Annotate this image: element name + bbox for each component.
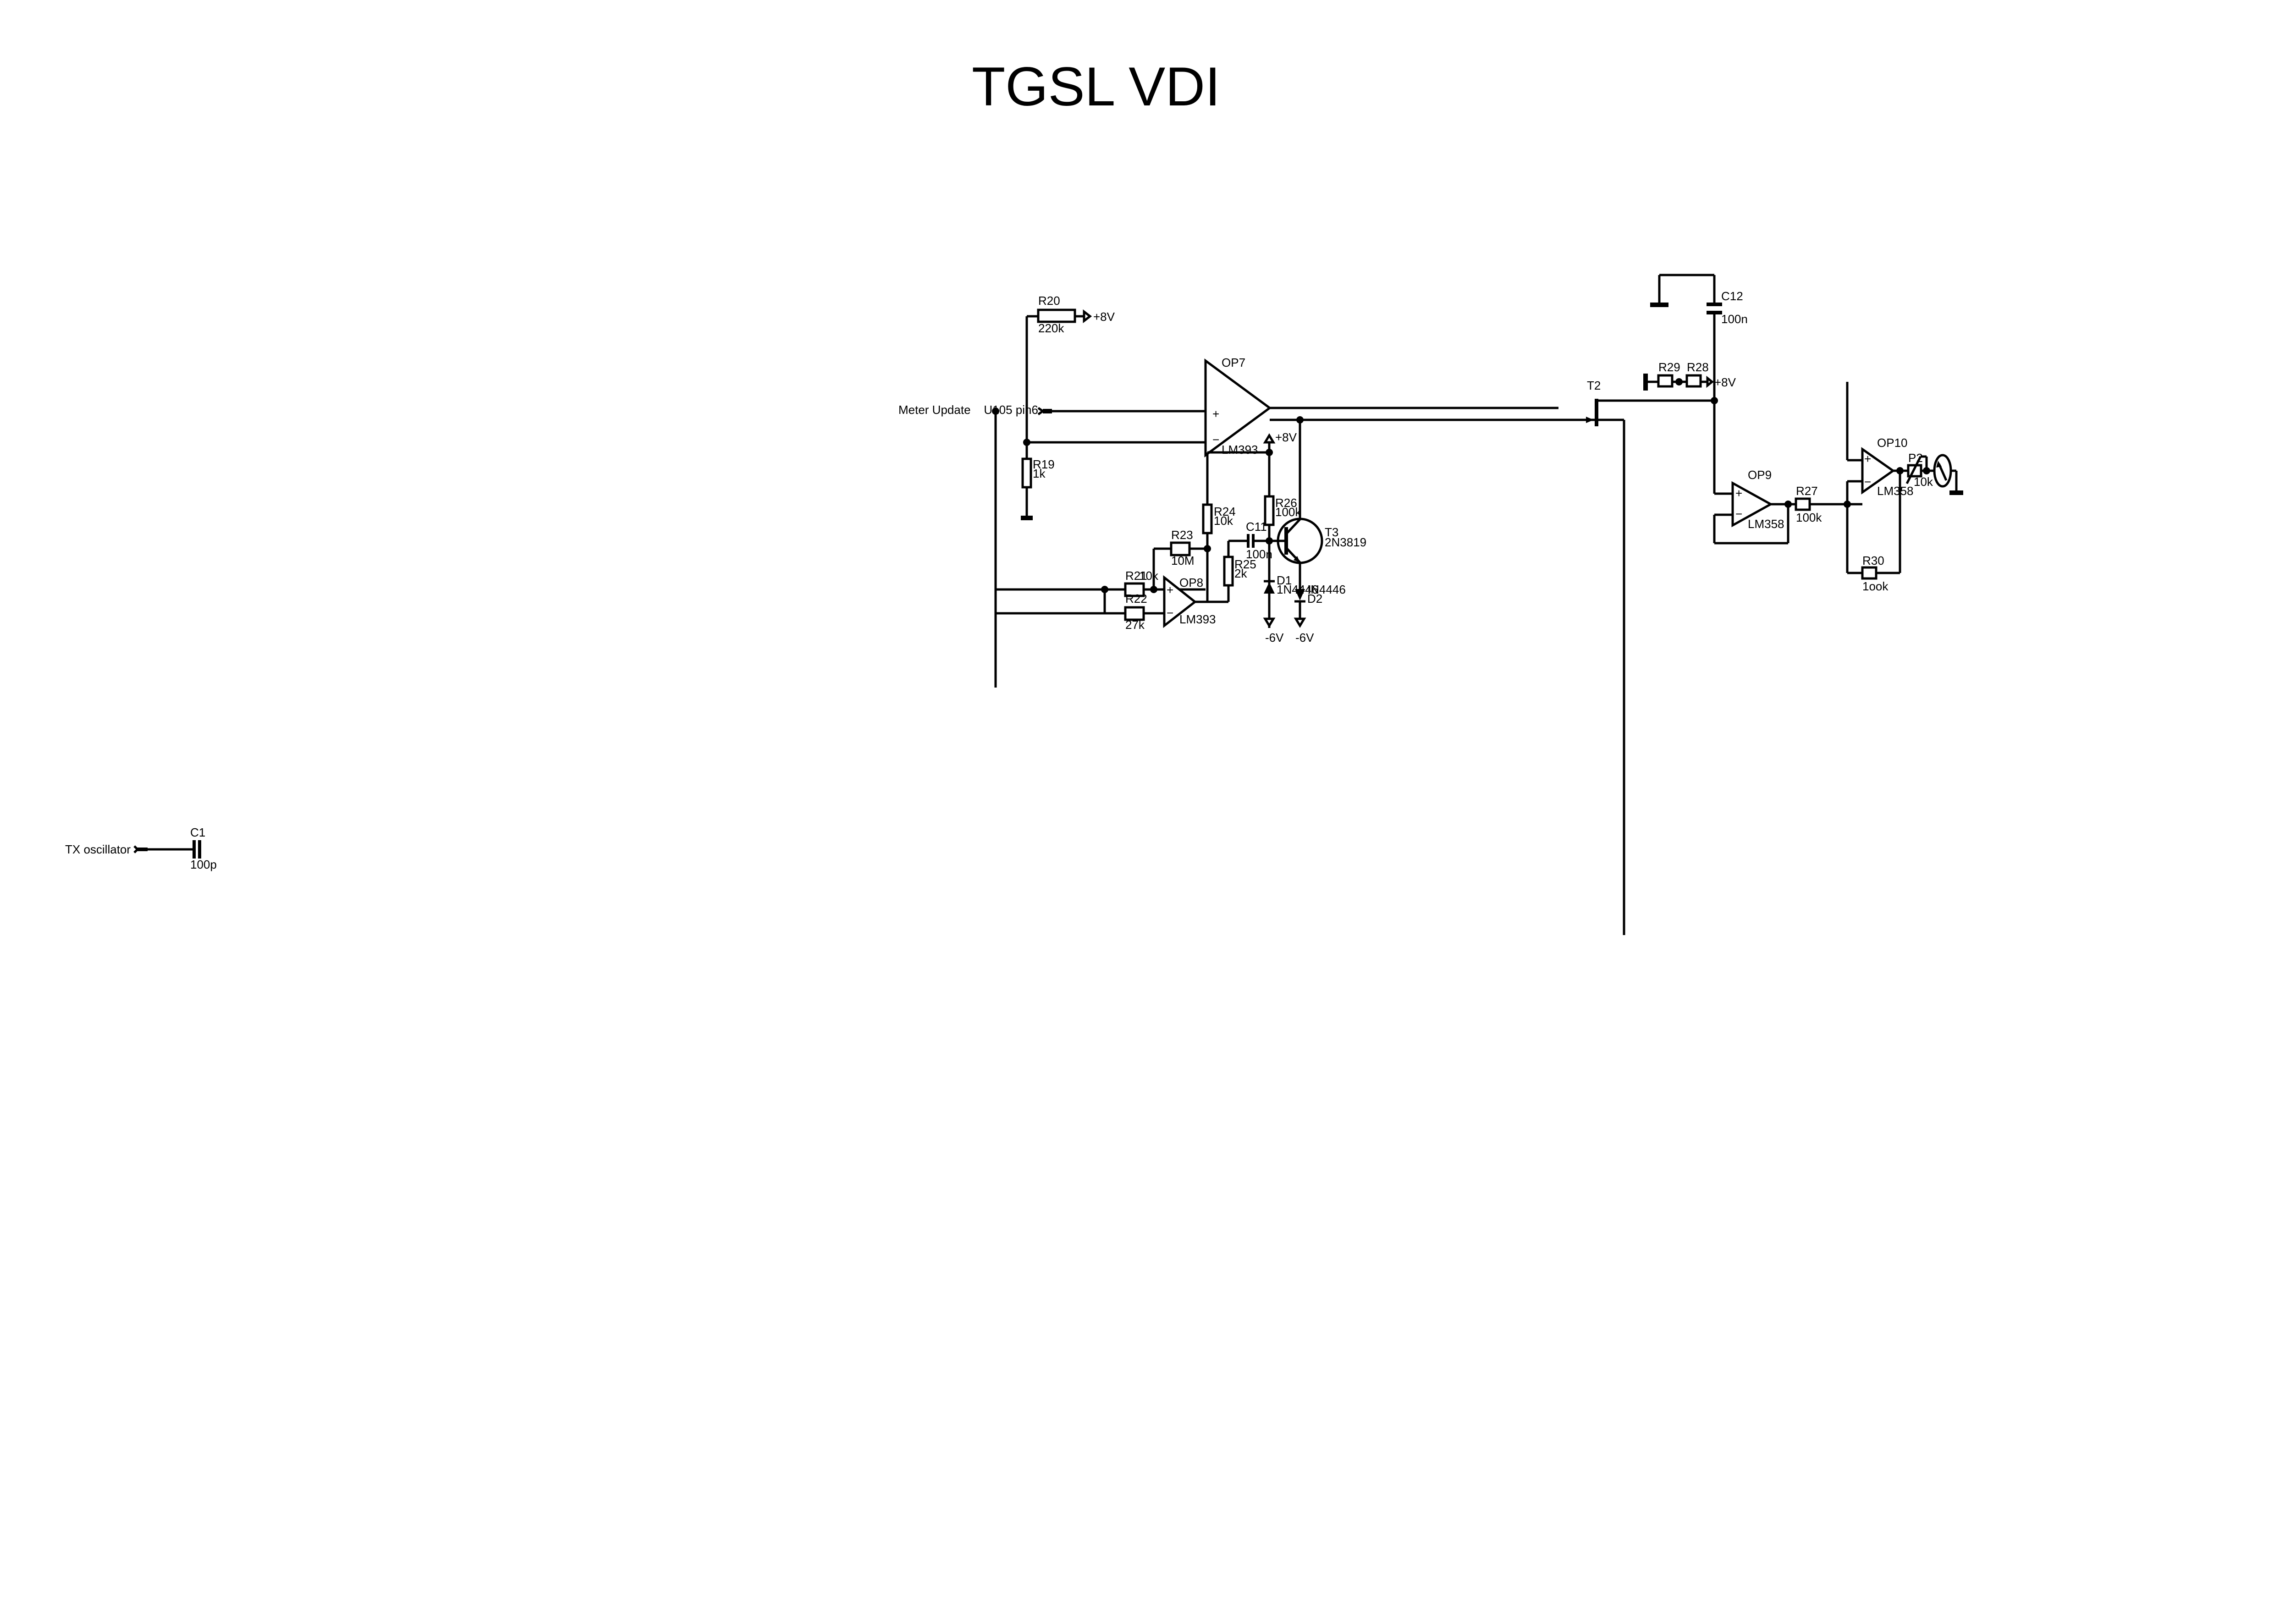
r30 xyxy=(1861,566,1878,580)
svg-text:+8V: +8V xyxy=(1093,310,1115,324)
svg-text:10k: 10k xyxy=(1214,514,1233,528)
svg-text:R28: R28 xyxy=(1687,360,1709,374)
r24 xyxy=(1202,503,1213,534)
op1-section: TX oscillator C1 100p xyxy=(65,826,217,871)
svg-text:+8V: +8V xyxy=(1714,375,1736,389)
svg-text:-6V: -6V xyxy=(1295,631,1314,644)
c12 xyxy=(1707,303,1722,306)
c1 xyxy=(193,840,196,859)
op7-symbol xyxy=(1204,358,1272,457)
svg-text:10k: 10k xyxy=(1139,569,1159,583)
svg-text:−: − xyxy=(1212,433,1219,446)
svg-text:220k: 220k xyxy=(1038,321,1064,335)
svg-text:D1: D1 xyxy=(1277,573,1292,587)
r27 xyxy=(1795,497,1811,511)
op7-type: LM393 xyxy=(1222,443,1258,457)
page-title: TGSL VDI xyxy=(972,56,1220,117)
svg-text:+: + xyxy=(1735,486,1742,500)
svg-text:+: + xyxy=(1167,583,1173,597)
output-section: T2 C12 100n + − OP9 LM358 R27 100k xyxy=(1270,274,1963,935)
svg-text:100k: 100k xyxy=(1275,505,1301,519)
svg-text:R30: R30 xyxy=(1862,554,1884,567)
op8-label: OP8 xyxy=(1179,576,1203,589)
r23 xyxy=(1170,541,1191,556)
svg-text:2N3819: 2N3819 xyxy=(1325,535,1366,549)
op7-label: OP7 xyxy=(1222,356,1245,369)
r28 xyxy=(1685,374,1702,388)
op9-symbol xyxy=(1731,481,1773,528)
svg-text:R22: R22 xyxy=(1125,592,1147,606)
op7-section: Meter Update U105 pin6 + − OP7 LM393 +8V… xyxy=(898,294,1558,688)
ground-symbol xyxy=(1650,303,1668,307)
svg-text:R21: R21 xyxy=(1125,569,1147,583)
op8-symbol xyxy=(1163,575,1197,628)
svg-text:R19: R19 xyxy=(1033,457,1055,471)
op9-label: OP9 xyxy=(1748,468,1772,482)
op10-symbol xyxy=(1861,447,1895,495)
svg-text:100n: 100n xyxy=(1721,312,1748,326)
c11 xyxy=(1247,534,1250,548)
op8-section: R21 10k R22 27k R23 10M + − OP8 LM393 R2… xyxy=(996,416,1366,644)
op10-label: OP10 xyxy=(1877,436,1908,450)
d2 xyxy=(1295,589,1305,600)
svg-text:+: + xyxy=(1212,407,1219,421)
svg-text:R24: R24 xyxy=(1214,505,1236,518)
svg-text:27k: 27k xyxy=(1125,618,1145,632)
r26 xyxy=(1264,495,1275,526)
svg-text:+: + xyxy=(1864,452,1871,466)
ground-symbol xyxy=(1949,490,1963,495)
svg-text:-6V: -6V xyxy=(1265,631,1284,644)
op8-type: LM393 xyxy=(1179,612,1216,626)
svg-text:R27: R27 xyxy=(1796,484,1818,498)
svg-text:−: − xyxy=(1167,606,1173,620)
d1 xyxy=(1264,582,1275,594)
svg-text:R25: R25 xyxy=(1234,557,1256,571)
svg-text:C12: C12 xyxy=(1721,289,1743,303)
ground-symbol xyxy=(1021,516,1033,520)
op9-type: LM358 xyxy=(1748,517,1784,531)
svg-text:C1: C1 xyxy=(190,826,205,839)
svg-text:1k: 1k xyxy=(1033,467,1046,480)
op10-type: LM358 xyxy=(1877,484,1914,498)
svg-text:100p: 100p xyxy=(190,858,217,871)
junction xyxy=(1675,378,1683,385)
svg-text:100n: 100n xyxy=(1246,547,1272,561)
svg-text:T3: T3 xyxy=(1325,525,1338,539)
junction xyxy=(1923,467,1930,474)
svg-text:D2: D2 xyxy=(1307,592,1322,606)
junction xyxy=(1266,537,1273,545)
port-tx-oscillator: TX oscillator xyxy=(65,842,131,856)
svg-text:R26: R26 xyxy=(1275,496,1297,510)
svg-text:C11: C11 xyxy=(1246,520,1267,534)
svg-text:10M: 10M xyxy=(1171,554,1195,567)
r29 xyxy=(1657,374,1674,388)
svg-text:−: − xyxy=(1735,507,1742,521)
svg-text:P2: P2 xyxy=(1908,451,1923,465)
svg-text:100k: 100k xyxy=(1796,511,1822,524)
svg-text:T2: T2 xyxy=(1587,379,1601,392)
svg-text:R29: R29 xyxy=(1658,360,1680,374)
r20 xyxy=(1037,308,1076,323)
svg-text:10k: 10k xyxy=(1914,475,1933,489)
svg-text:+8V: +8V xyxy=(1275,430,1297,444)
svg-text:R23: R23 xyxy=(1171,528,1193,542)
port-meter-update: Meter Update U105 pin6 xyxy=(898,403,1038,417)
svg-text:2k: 2k xyxy=(1234,567,1247,580)
svg-text:!N4446: !N4446 xyxy=(1307,583,1346,596)
r25 xyxy=(1223,556,1234,587)
svg-text:1ook: 1ook xyxy=(1862,579,1889,593)
svg-text:R20: R20 xyxy=(1038,294,1060,308)
r19 xyxy=(1021,457,1032,489)
svg-text:−: − xyxy=(1864,475,1871,489)
